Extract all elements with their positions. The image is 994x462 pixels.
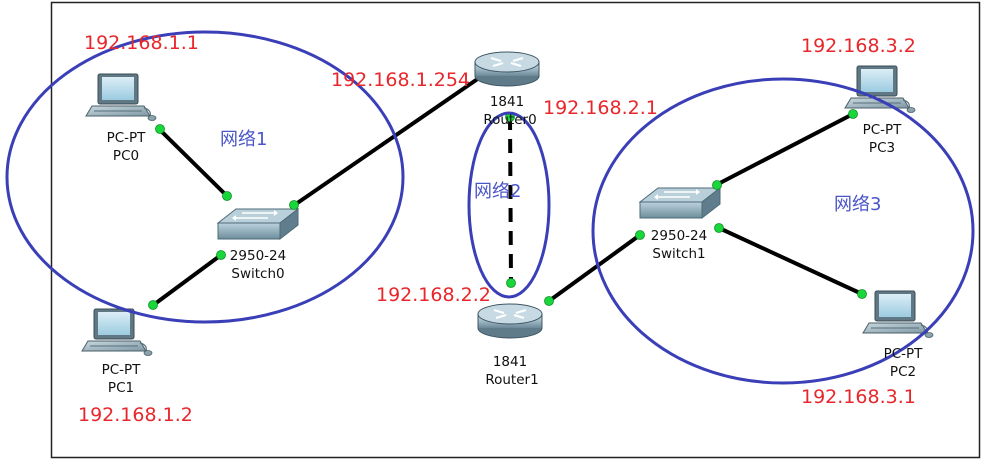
port-dot (712, 180, 722, 190)
router1-name-label: Router1 (485, 372, 538, 388)
pc2-model-label: PC-PT (884, 346, 924, 362)
port-dot (222, 191, 232, 201)
pc1-name-label: PC1 (108, 380, 134, 396)
pc0-ip-label: 192.168.1.1 (84, 32, 199, 54)
pc3-name-label: PC3 (869, 140, 895, 156)
pc2-name-label: PC2 (890, 364, 916, 380)
pc0-name-label: PC0 (113, 148, 139, 164)
port-dot (714, 223, 724, 233)
port-dot (635, 230, 645, 240)
switch0-name-label: Switch0 (231, 266, 284, 282)
network1-ellipse (5, 30, 405, 324)
links (150, 76, 864, 308)
pc0-model-label: PC-PT (107, 130, 147, 146)
pc3-model-label: PC-PT (863, 122, 903, 138)
pc1-ip-label: 192.168.1.2 (78, 404, 193, 426)
link-pc1-switch0 (150, 253, 223, 308)
pc2-ip-label: 192.168.3.1 (801, 386, 916, 408)
switch1-name-label: Switch1 (652, 246, 705, 262)
switch1-icon[interactable] (639, 187, 721, 219)
router1-ip-label: 192.168.2.2 (376, 284, 491, 306)
port-dot (857, 289, 867, 299)
port-dot (216, 250, 226, 260)
port-dot (155, 124, 165, 134)
link-switch1-pc2 (717, 226, 864, 296)
link-switch1-pc3 (716, 112, 855, 186)
pc3-ip-label: 192.168.3.2 (801, 35, 916, 57)
port-dot (848, 109, 858, 119)
link-switch0-router0 (291, 76, 481, 208)
router0-right-ip-label: 192.168.2.1 (543, 97, 658, 119)
router1-model-label: 1841 (493, 354, 527, 370)
network2-ellipse (467, 111, 551, 299)
network1-label: 网络1 (220, 129, 267, 150)
link-router0-router1 (508, 115, 513, 285)
router1-icon[interactable] (477, 303, 543, 339)
pc1-model-label: PC-PT (102, 362, 142, 378)
link-pc0-switch0 (156, 126, 229, 198)
router0-icon[interactable] (474, 51, 540, 87)
port-dot (544, 296, 554, 306)
port-dots (148, 109, 867, 310)
router0-model-label: 1841 (490, 94, 524, 110)
switch1-model-label: 2950-24 (651, 228, 707, 244)
network-ellipses (5, 30, 975, 385)
link-router1-switch1 (547, 233, 642, 303)
network2-label: 网络2 (474, 181, 521, 202)
router0-left-ip-label: 192.168.1.254 (331, 69, 470, 91)
switch0-model-label: 2950-24 (230, 248, 286, 264)
router0-name-label: Router0 (483, 112, 536, 128)
network3-label: 网络3 (834, 194, 881, 215)
port-dot (148, 300, 158, 310)
switch0-icon[interactable] (217, 208, 299, 240)
network3-ellipse (591, 77, 975, 385)
port-dot (506, 278, 516, 288)
port-dot (289, 200, 299, 210)
